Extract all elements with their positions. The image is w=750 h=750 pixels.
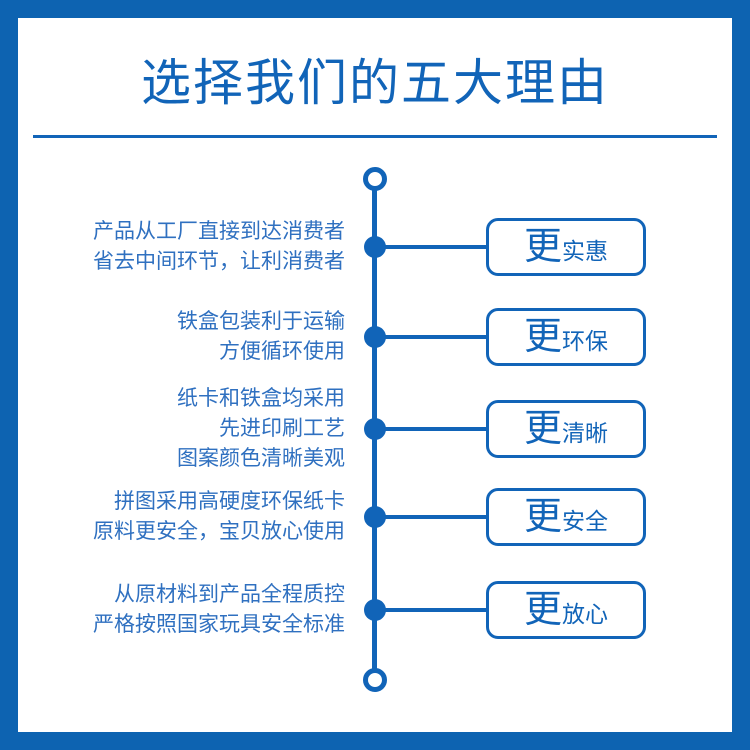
benefit-badge-1: 更 实惠 [486, 218, 646, 276]
timeline-node-icon [364, 506, 386, 528]
badge-big-text: 更 [523, 316, 562, 358]
title-divider [33, 135, 717, 138]
timeline-node-icon [364, 326, 386, 348]
badge-small-text: 清晰 [562, 420, 608, 446]
reason-text-line: 纸卡和铁盒均采用 [177, 387, 345, 410]
reason-text-line: 拼图采用高硬度环保纸卡 [114, 490, 345, 513]
timeline-node-icon [364, 599, 386, 621]
connector-line [375, 245, 488, 249]
reason-text-2: 铁盒包装利于运输 方便循环使用 [177, 307, 345, 367]
reason-text-line: 产品从工厂直接到达消费者 [93, 220, 345, 243]
badge-small-text: 实惠 [562, 238, 608, 264]
reason-text-5: 从原材料到产品全程质控 严格按照国家玩具安全标准 [93, 580, 345, 640]
reason-text-line: 省去中间环节，让利消费者 [93, 250, 345, 273]
page-title: 选择我们的五大理由 [141, 55, 609, 111]
connector-line [375, 515, 488, 519]
connector-line [375, 335, 488, 339]
badge-small-text: 环保 [562, 328, 608, 354]
benefit-badge-4: 更 安全 [486, 488, 646, 546]
reason-text-line: 铁盒包装利于运输 [177, 310, 345, 333]
badge-small-text: 放心 [562, 601, 608, 627]
reason-text-line: 原料更安全，宝贝放心使用 [93, 520, 345, 543]
reason-text-line: 图案颜色清晰美观 [177, 447, 345, 470]
reason-text-3: 纸卡和铁盒均采用 先进印刷工艺 图案颜色清晰美观 [177, 384, 345, 474]
benefit-badge-5: 更 放心 [486, 581, 646, 639]
reason-text-line: 严格按照国家玩具安全标准 [93, 613, 345, 636]
badge-big-text: 更 [523, 496, 562, 538]
reason-text-line: 方便循环使用 [219, 340, 345, 363]
benefit-badge-3: 更 清晰 [486, 400, 646, 458]
badge-big-text: 更 [523, 226, 562, 268]
reason-text-4: 拼图采用高硬度环保纸卡 原料更安全，宝贝放心使用 [93, 487, 345, 547]
reason-text-1: 产品从工厂直接到达消费者 省去中间环节，让利消费者 [93, 217, 345, 277]
badge-big-text: 更 [523, 589, 562, 631]
benefit-badge-2: 更 环保 [486, 308, 646, 366]
badge-small-text: 安全 [562, 508, 608, 534]
timeline-node-icon [364, 236, 386, 258]
timeline-end-circle-icon [363, 668, 387, 692]
timeline-start-circle-icon [363, 167, 387, 191]
connector-line [375, 608, 488, 612]
timeline-node-icon [364, 418, 386, 440]
badge-big-text: 更 [523, 408, 562, 450]
connector-line [375, 427, 488, 431]
reason-text-line: 先进印刷工艺 [219, 417, 345, 440]
reason-text-line: 从原材料到产品全程质控 [114, 583, 345, 606]
